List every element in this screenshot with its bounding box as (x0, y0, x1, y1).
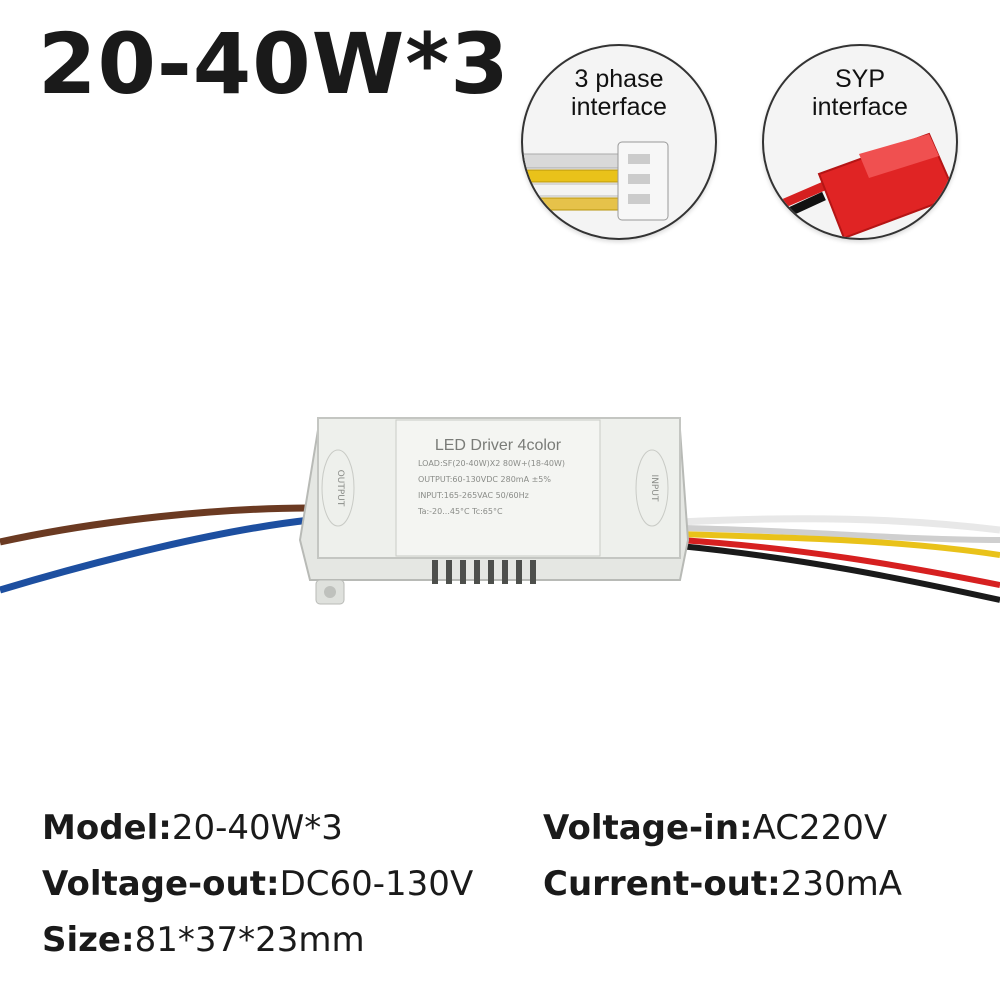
output-badge: OUTPUT (335, 470, 345, 507)
wire-white (679, 515, 1000, 534)
label-line-1: LOAD:SF(20-40W)X2 80W+(18-40W) (418, 459, 565, 468)
spec-model-key: Model: (42, 808, 172, 848)
spec-voltage-out-key: Voltage-out: (42, 864, 280, 904)
syp-connector-icon (764, 132, 956, 238)
three-phase-label-line2: interface (571, 92, 667, 121)
syp-interface-bubble: SYP interface (762, 44, 958, 240)
wire-brown (0, 504, 311, 546)
spec-model: Model:20-40W*3 (42, 808, 343, 849)
mount-hole (324, 586, 336, 598)
three-phase-label: 3 phase interface (523, 65, 715, 121)
label-main: LED Driver 4color (435, 437, 562, 454)
three-phase-interface-bubble: 3 phase interface (521, 44, 717, 240)
label-line-2: OUTPUT:60-130VDC 280mA ±5% (418, 475, 551, 484)
spec-size-value: 81*37*23mm (134, 920, 365, 960)
three-phase-label-line1: 3 phase (574, 65, 664, 93)
label-panel (395, 419, 601, 557)
syp-label-line2: interface (812, 92, 908, 121)
spec-current-out-value: 230mA (780, 864, 903, 904)
three-pin-connector-icon (523, 141, 669, 221)
spec-voltage-in-key: Voltage-in: (543, 808, 753, 848)
input-badge: INPUT (649, 475, 659, 502)
wire-yellow (679, 531, 1000, 558)
syp-label-line1: SYP (834, 65, 886, 93)
spec-voltage-out: Voltage-out:DC60-130V (42, 864, 473, 905)
wire-grey (679, 525, 1000, 543)
spec-voltage-in-value: AC220V (752, 808, 888, 848)
spec-list: Model:20-40W*3 Voltage-in:AC220V Voltage… (0, 800, 1000, 980)
led-driver-product-image: OUTPUT INPUT LED Driver 4color LOAD:SF(2… (0, 417, 1000, 605)
spec-size-key: Size: (42, 920, 135, 960)
spec-voltage-out-value: DC60-130V (279, 864, 474, 904)
vent-slots (432, 560, 536, 584)
wire-red (679, 537, 1000, 588)
product-title: 20-40W*3 (38, 15, 510, 113)
output-badge-shape (321, 449, 355, 527)
wire-black (679, 543, 1000, 603)
spec-current-out: Current-out:230mA (543, 864, 902, 905)
spec-voltage-in: Voltage-in:AC220V (543, 808, 887, 849)
input-badge-shape (635, 449, 669, 527)
spec-model-value: 20-40W*3 (171, 808, 343, 848)
syp-label: SYP interface (764, 65, 956, 121)
spec-size: Size:81*37*23mm (42, 920, 365, 961)
label-line-4: Ta:-20...45°C Tc:65°C (417, 507, 503, 516)
wire-blue (0, 516, 311, 594)
spec-current-out-key: Current-out: (543, 864, 781, 904)
label-line-3: INPUT:165-265VAC 50/60Hz (418, 491, 529, 500)
